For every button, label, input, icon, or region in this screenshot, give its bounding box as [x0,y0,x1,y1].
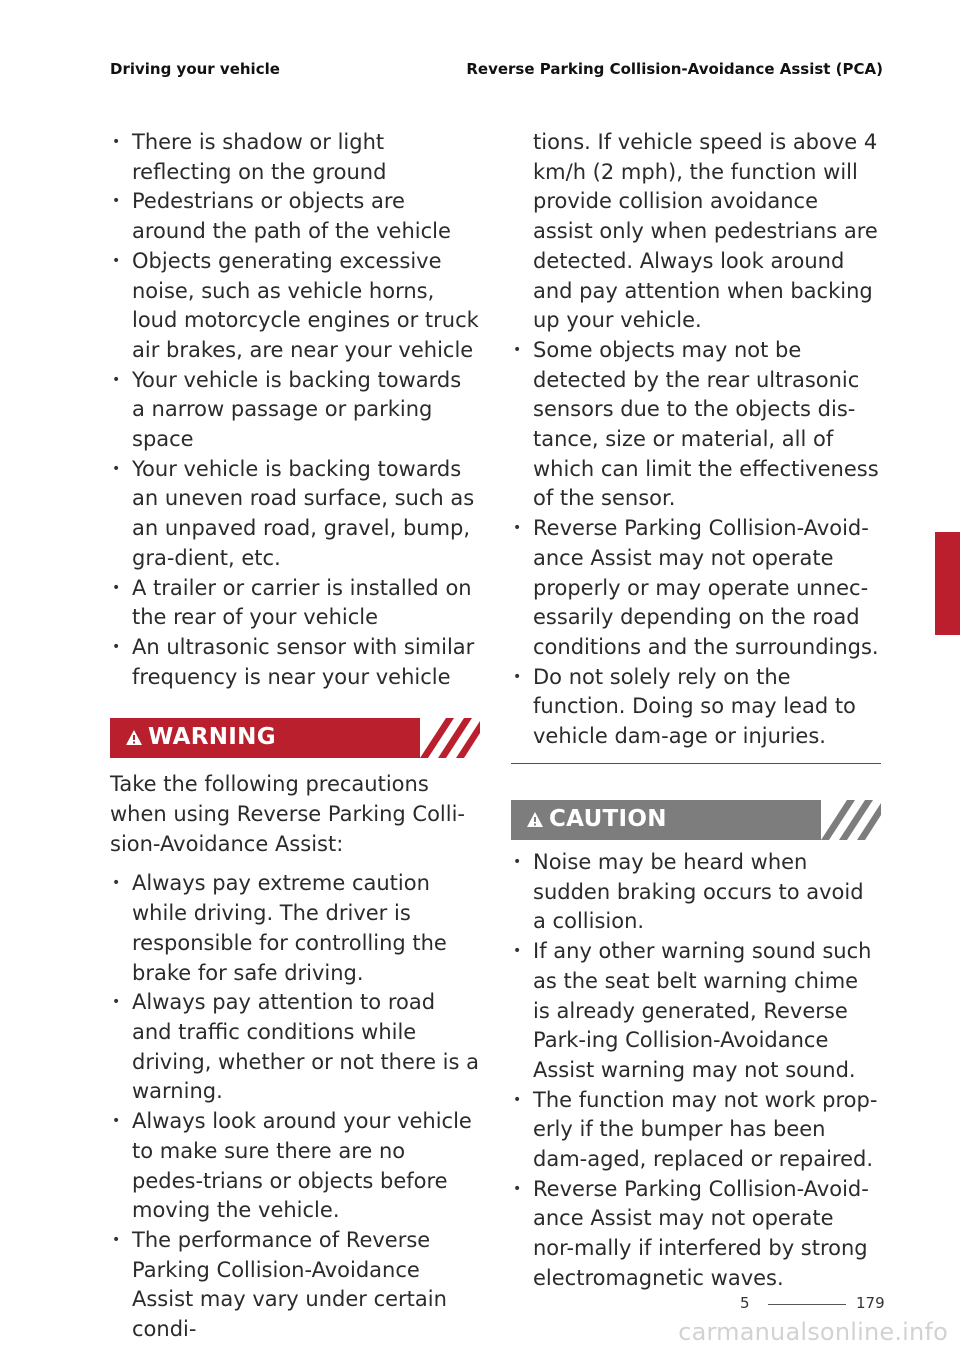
page-number: 179 [856,1294,885,1312]
warning-intro: Take the following precautions when usin… [110,772,466,856]
list-item: Pedestrians or objects are around the pa… [110,187,480,246]
footer-chapter: 5 [740,1294,750,1312]
warning-banner: WARNING [110,718,480,759]
caution-banner: CAUTION [511,800,881,840]
list-item: Some objects may not be detected by the … [511,336,881,514]
list-item: There is shadow or light reflecting on t… [110,128,480,187]
diagonal-stripes-icon [821,800,881,840]
list-item: The function may not work prop-erly if t… [511,1086,881,1175]
caution-title: CAUTION [549,806,667,832]
chapter-tab [935,532,960,635]
right-column: tions. If vehicle speed is above 4 km/h … [511,128,881,752]
warning-title: WARNING [148,724,276,751]
warning-continuation: tions. If vehicle speed is above 4 km/h … [533,130,878,333]
list-item: Do not solely rely on the function. Doin… [511,663,881,752]
caution-triangle-icon [527,812,543,827]
condition-list: There is shadow or light reflecting on t… [110,128,480,692]
watermark: carmanualsonline.info [678,1318,948,1346]
list-item: Always look around your vehicle to make … [110,1107,480,1226]
diagonal-stripes-icon [420,718,480,759]
caution-section: CAUTION Noise may be heard when sudden b… [511,800,881,1294]
list-item: Your vehicle is backing towards a narrow… [110,366,480,455]
section-divider [511,763,881,764]
list-item: Reverse Parking Collision-Avoid-ance Ass… [511,1175,881,1294]
list-item: Noise may be heard when sudden braking o… [511,848,881,937]
list-item: Always pay attention to road and traffic… [110,988,480,1107]
warning-triangle-icon [126,730,142,746]
footer-divider [768,1304,846,1305]
list-item: The performance of Reverse Parking Colli… [110,1226,480,1345]
warning-list: Always pay extreme caution while driving… [110,869,480,1344]
list-item: Your vehicle is backing towards an uneve… [110,455,480,574]
chapter-tab-number: 5 [939,608,953,632]
list-item: If any other warning sound such as the s… [511,937,881,1086]
caution-list: Noise may be heard when sudden braking o… [511,848,881,1294]
list-item: An ultrasonic sensor with similar freque… [110,633,480,692]
warning-list-continued: Some objects may not be detected by the … [511,336,881,752]
left-column: There is shadow or light reflecting on t… [110,128,480,1345]
list-item: Reverse Parking Collision-Avoid-ance Ass… [511,514,881,663]
list-item: A trailer or carrier is installed on the… [110,574,480,633]
running-header-title: Reverse Parking Collision-Avoidance Assi… [466,60,883,78]
list-item: Objects generating excessive noise, such… [110,247,480,366]
running-header-section: Driving your vehicle [110,60,280,78]
list-item: Always pay extreme caution while driving… [110,869,480,988]
